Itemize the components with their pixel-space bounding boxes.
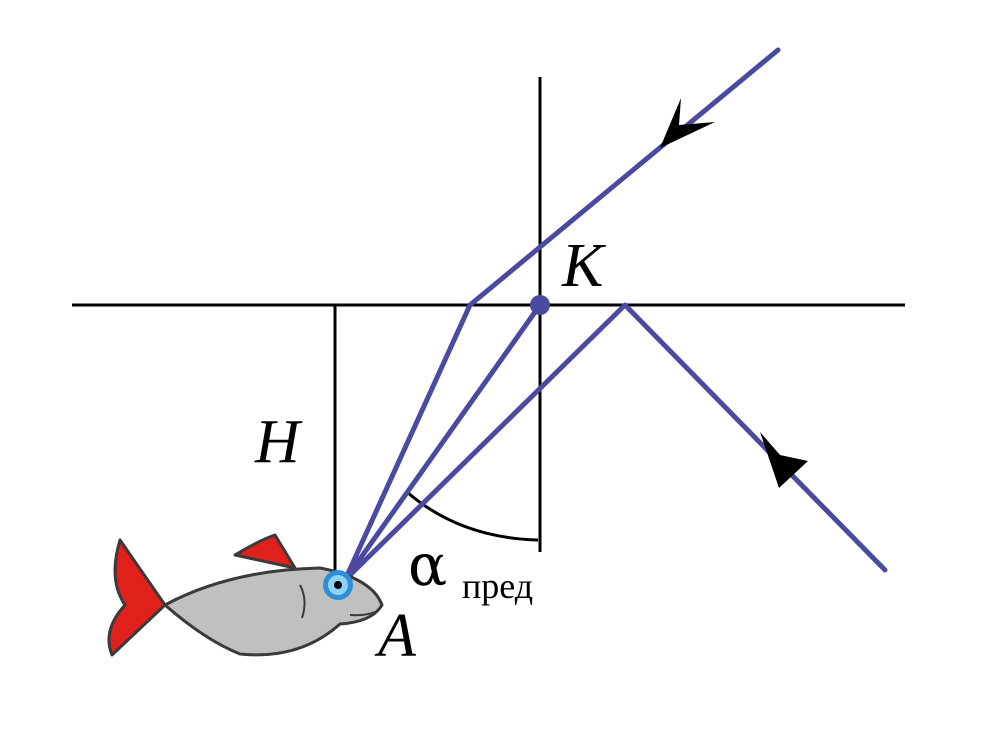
arrowhead-upper xyxy=(660,98,715,148)
label-angle-symbol: α xyxy=(408,531,447,599)
point-k-dot xyxy=(530,295,550,315)
fish-tail-fin xyxy=(107,538,167,657)
arrowhead-lower xyxy=(760,432,808,488)
label-point-a: A xyxy=(374,602,417,670)
light-rays xyxy=(342,47,888,583)
fish-dorsal-fin xyxy=(233,533,297,570)
fish-eye xyxy=(323,570,353,600)
label-depth-h: H xyxy=(254,408,303,476)
ray-total-reflection xyxy=(342,302,888,583)
ray-critical xyxy=(342,302,543,583)
label-point-k: K xyxy=(561,232,607,300)
critical-angle-arc xyxy=(406,490,539,542)
fish-gill xyxy=(299,584,306,619)
label-angle-subscript: пред xyxy=(462,566,533,606)
fish-mouth xyxy=(349,611,376,617)
ray-refracted-from-air xyxy=(342,47,781,583)
